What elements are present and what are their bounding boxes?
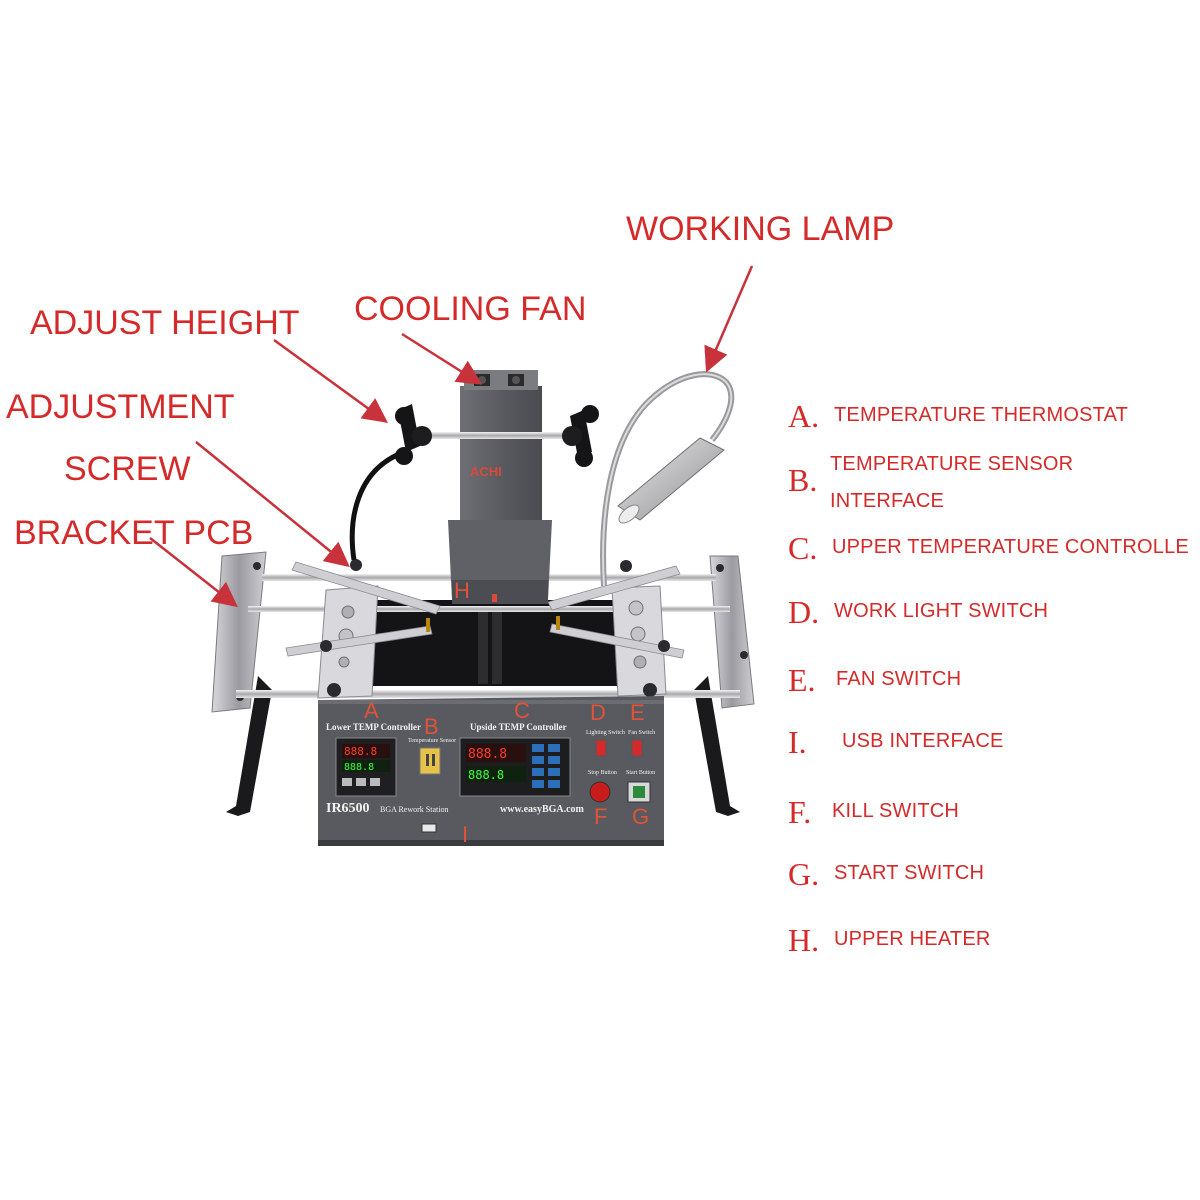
arrow-adjustment-screw xyxy=(195,441,350,568)
kill-switch: Stop Button xyxy=(588,770,617,803)
arrow-bracket-pcb xyxy=(149,537,238,608)
legend-text: UPPER HEATER xyxy=(834,928,991,950)
panel-letter-h: H xyxy=(454,578,470,603)
legend-text: START SWITCH xyxy=(834,862,985,884)
panel-letter-d: D xyxy=(590,700,606,725)
arrow-cooling-fan xyxy=(401,332,483,385)
upper-heater-tower: ACHI xyxy=(448,370,552,604)
legend-text: USB INTERFACE xyxy=(842,730,1004,752)
sensor-label: Temperature Sensor xyxy=(408,738,456,744)
lower-display-pv: 888.8 xyxy=(344,745,377,758)
legend-letter: F. xyxy=(788,794,812,830)
panel-letter-i: I xyxy=(462,822,468,847)
arrow-adjust-height xyxy=(273,338,389,423)
panel-letter-g: G xyxy=(632,804,649,829)
temperature-sensor-interface: Temperature Sensor xyxy=(408,738,456,775)
fan-switch-label: Fan Switch xyxy=(628,730,655,736)
callout-cooling-fan: COOLING FAN xyxy=(354,290,587,328)
legend-text: TEMPERATURE THERMOSTAT xyxy=(834,404,1129,426)
upper-display-pv: 888.8 xyxy=(468,747,507,762)
lower-display-sv: 888.8 xyxy=(344,762,374,773)
panel-letter-b: B xyxy=(424,714,439,739)
arrow-working-lamp xyxy=(704,265,754,373)
callout-adjust-height: ADJUST HEIGHT xyxy=(30,304,300,342)
lower-temp-controller: Lower TEMP Controller 888.8 888.8 xyxy=(326,722,421,797)
callout-arrows xyxy=(149,265,754,608)
callout-working-lamp: WORKING LAMP xyxy=(626,210,895,248)
panel-letter-f: F xyxy=(594,804,607,829)
power-cable xyxy=(349,449,405,561)
legend-text: WORK LIGHT SWITCH xyxy=(834,600,1049,622)
legend-letter: E. xyxy=(788,662,816,698)
legend-letter: B. xyxy=(788,462,818,498)
support-arms xyxy=(285,559,685,659)
panel-letter-e: E xyxy=(630,700,645,725)
panel-letter-c: C xyxy=(514,698,530,723)
callout-screw: SCREW xyxy=(64,450,191,488)
upper-display-sv: 888.8 xyxy=(468,768,504,782)
left-leg xyxy=(226,676,272,816)
callout-adjustment: ADJUSTMENT xyxy=(6,388,235,426)
start-button-label: Start Button xyxy=(626,770,655,776)
lighting-switch-label: Lighting Switch xyxy=(586,730,625,736)
legend-letter: I. xyxy=(788,724,807,760)
legend-letter: G. xyxy=(788,856,820,892)
right-side-rail xyxy=(709,555,755,709)
brand-logo-text: ACHI xyxy=(470,464,502,479)
model-label: IR6500 xyxy=(326,801,370,816)
legend-letter: H. xyxy=(788,922,820,958)
usb-port xyxy=(421,823,437,833)
legend-text: TEMPERATURE SENSOR xyxy=(830,453,1074,475)
fan-switch: Fan Switch xyxy=(628,730,655,757)
legend-letter: D. xyxy=(788,594,820,630)
legend-letter: A. xyxy=(788,398,820,434)
right-leg xyxy=(694,676,740,816)
working-lamp xyxy=(600,371,735,587)
legend-text: UPPER TEMPERATURE CONTROLLE xyxy=(832,536,1189,558)
callout-bracket-pcb: BRACKET PCB xyxy=(14,514,254,552)
legend-letter: C. xyxy=(788,530,818,566)
upper-controller-label: Upside TEMP Controller xyxy=(470,722,567,732)
model-suffix-label: BGA Rework Station xyxy=(380,805,448,814)
upper-temp-controller: Upside TEMP Controller 888.8 888.8 xyxy=(459,722,571,797)
legend-text-line2: INTERFACE xyxy=(830,490,945,512)
legend-text: FAN SWITCH xyxy=(836,668,962,690)
lower-controller-label: Lower TEMP Controller xyxy=(326,722,421,732)
stop-button-label: Stop Button xyxy=(588,770,617,776)
pcb-work-area xyxy=(342,600,640,686)
legend-text: KILL SWITCH xyxy=(832,800,960,822)
height-adjust-knobs xyxy=(395,404,599,467)
work-light-switch: Lighting Switch xyxy=(586,730,625,757)
panel-letter-a: A xyxy=(364,698,379,723)
start-switch: Start Button xyxy=(626,770,655,803)
website-label: www.easyBGA.com xyxy=(500,804,585,815)
